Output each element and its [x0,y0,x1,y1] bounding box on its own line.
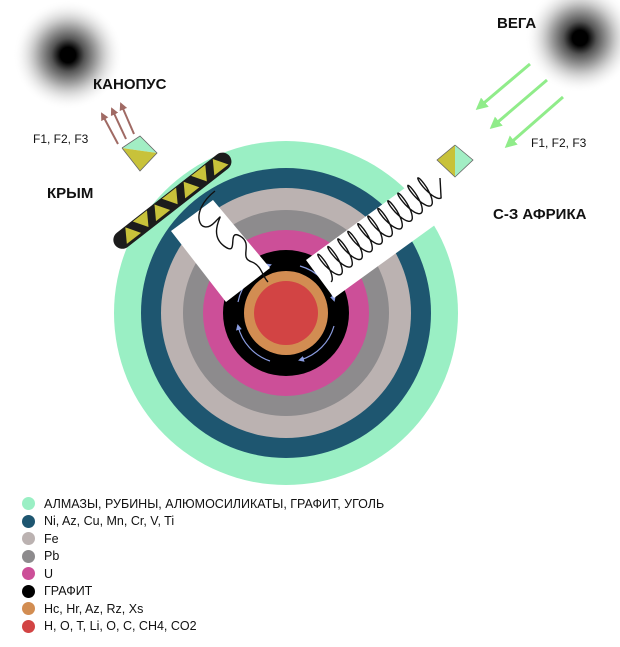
legend-text: H, O, T, Li, O, C, CH4, CO2 [44,619,197,634]
legend-swatch [22,514,35,528]
antenna-triangle [154,204,171,222]
legend-item: Fe [22,530,582,548]
canopus-star-icon [13,0,123,110]
antenna-triangle [125,227,142,244]
layer-core [254,281,318,345]
legend-swatch [22,619,35,633]
legend-item: Ni, Az, Cu, Mn, Cr, V, Ti [22,513,582,531]
legend-swatch [22,497,35,511]
legend-text: АЛМАЗЫ, РУБИНЫ, АЛЮМОСИЛИКАТЫ, ГРАФИТ, У… [44,496,385,511]
right-channel [306,177,446,298]
antenna-triangle [191,164,207,182]
label-freq-left: F1, F2, F3 [33,132,89,146]
label-krym: КРЫМ [47,185,93,202]
label-africa: С-З АФРИКА [493,206,587,223]
label-freq-right: F1, F2, F3 [531,136,587,150]
legend-swatch [22,532,35,546]
legend-text: Hc, Hr, Az, Rz, Xs [44,601,144,616]
legend-text: U [44,566,54,581]
legend-swatch [22,549,35,563]
label-vega: ВЕГА [497,15,536,32]
legend-text: Fe [44,531,59,546]
legend-item: Hc, Hr, Az, Rz, Xs [22,600,582,618]
vega-star-icon [525,0,620,93]
legend-text: Pb [44,549,60,564]
legend-item: H, O, T, Li, O, C, CH4, CO2 [22,618,582,636]
legend-swatch [22,567,35,581]
legend-text: Ni, Az, Cu, Mn, Cr, V, Ti [44,514,175,529]
legend-item: ГРАФИТ [22,583,582,601]
right-coil [317,177,442,283]
antenna-triangle [132,210,149,227]
vega-rays [475,62,564,148]
legend-item: Pb [22,548,582,566]
label-kanopus: КАНОПУС [93,76,167,93]
legend-swatch [22,584,35,598]
legend-swatch [22,602,35,616]
canopus-rays [101,102,135,145]
left-prism-icon [121,135,158,172]
antenna-triangle [183,181,200,199]
antenna-triangle [212,158,229,176]
legend-item: АЛМАЗЫ, РУБИНЫ, АЛЮМОСИЛИКАТЫ, ГРАФИТ, У… [22,495,582,513]
right-prism-icon [436,144,474,178]
legend: АЛМАЗЫ, РУБИНЫ, АЛЮМОСИЛИКАТЫ, ГРАФИТ, У… [22,495,582,635]
antenna-triangle [161,187,178,205]
legend-item: U [22,565,582,583]
legend-text: ГРАФИТ [44,584,93,599]
left-channel [171,200,270,302]
left-coil [198,190,269,283]
crimea-antenna [113,152,232,249]
